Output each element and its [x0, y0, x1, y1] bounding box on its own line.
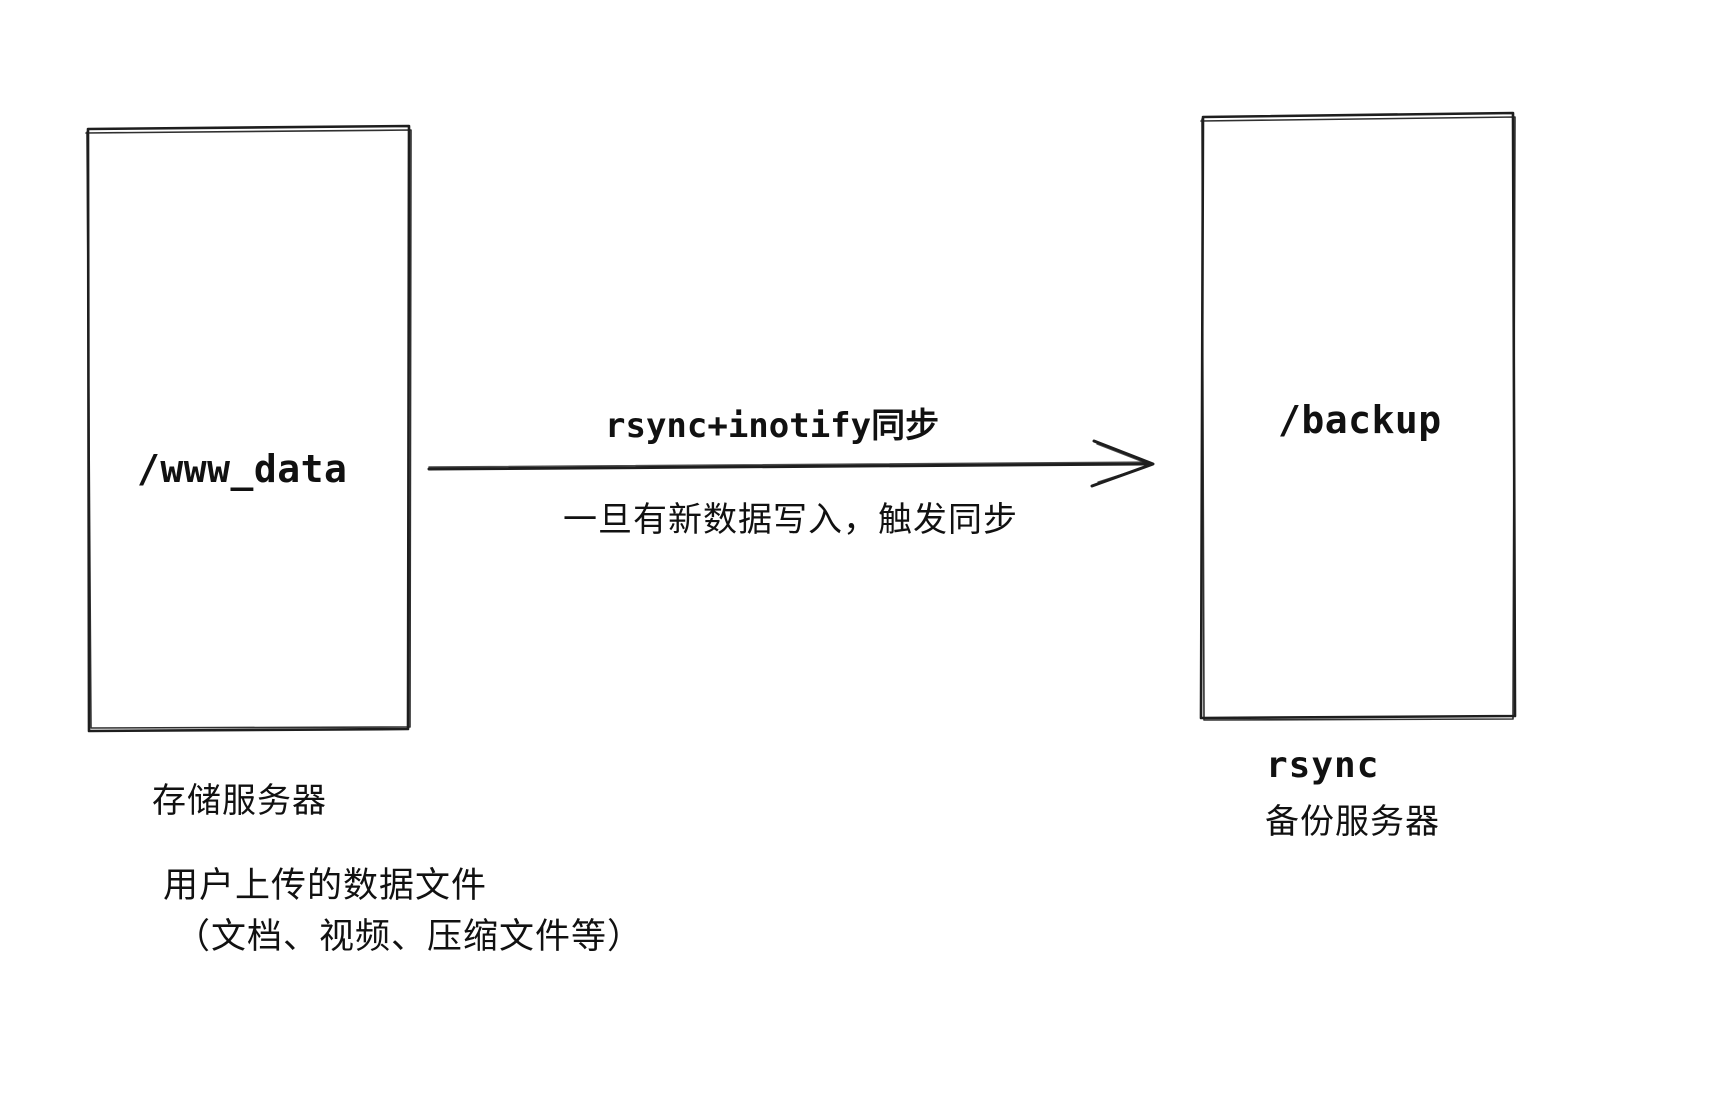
edge-label-below: 一旦有新数据写入，触发同步	[563, 501, 1018, 539]
caption-source-note-line-2: （文档、视频、压缩文件等）	[175, 917, 644, 956]
node-source-rect[interactable]	[85, 124, 412, 733]
node-label-target: /backup	[1278, 398, 1442, 442]
sync-arrow[interactable]	[427, 439, 1155, 488]
caption-source-note-line-1: 用户上传的数据文件	[163, 866, 488, 905]
edge-label-above: rsync+inotify同步	[605, 406, 940, 446]
node-target-rect[interactable]	[1199, 111, 1517, 721]
caption-source-server: 存储服务器	[152, 782, 327, 820]
caption-target-tool-name: rsync	[1266, 745, 1380, 786]
node-label-source: /www_data	[137, 447, 348, 491]
caption-target-server: 备份服务器	[1265, 803, 1440, 841]
